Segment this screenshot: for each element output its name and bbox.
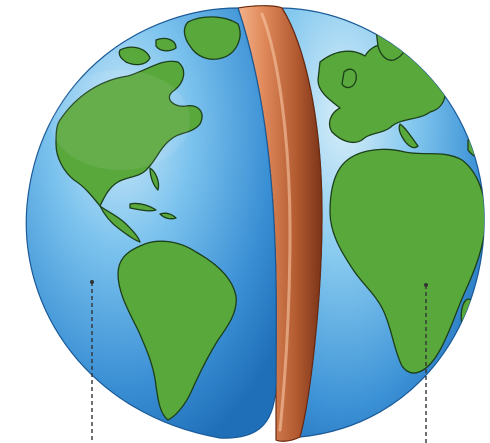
western-hemisphere bbox=[26, 8, 276, 438]
madagascar-landmass bbox=[461, 299, 474, 330]
africa-pointer-dot bbox=[424, 283, 428, 287]
british-isles-landmass bbox=[342, 69, 356, 87]
south-america-pointer-dot bbox=[90, 280, 94, 284]
